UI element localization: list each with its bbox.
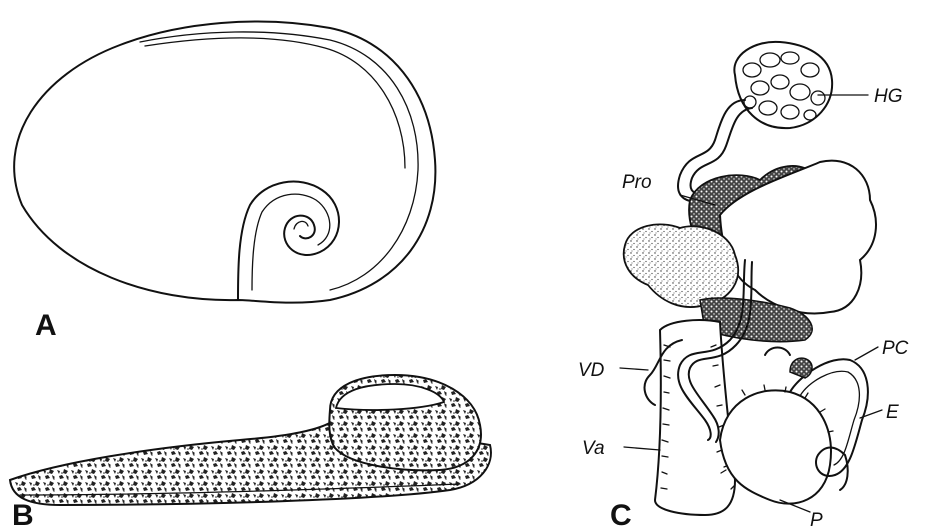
- label-penis: P: [810, 510, 823, 528]
- slug-drawing: [10, 375, 491, 505]
- panel-letter-b: B: [12, 499, 34, 528]
- shell-drawing: [14, 22, 435, 303]
- label-hermaphrodite-gland: HG: [874, 86, 903, 107]
- label-vas-deferens: VD: [578, 360, 605, 381]
- panel-letter-a: A: [35, 309, 57, 342]
- panel-letter-c: C: [610, 499, 632, 528]
- label-vagina: Va: [582, 438, 605, 459]
- label-prostate: Pro: [622, 172, 652, 193]
- reproductive-system-drawing: [624, 42, 876, 515]
- label-epiphallus: E: [886, 402, 899, 423]
- label-penial-caecum: PC: [882, 338, 909, 359]
